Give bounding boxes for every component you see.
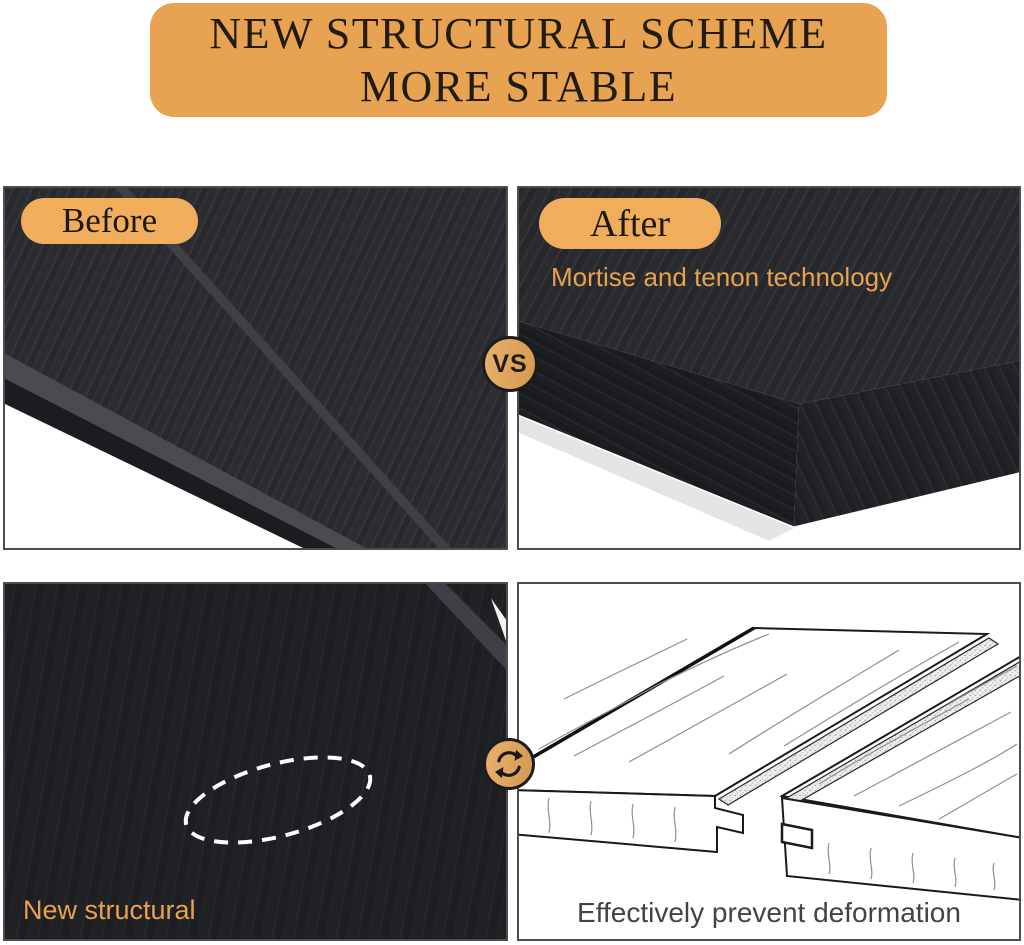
banner-line-1: NEW STRUCTURAL SCHEME	[209, 9, 828, 58]
after-caption: Mortise and tenon technology	[551, 262, 893, 292]
new-structural-caption: New structural	[23, 895, 196, 925]
cycle-arrows-icon	[494, 749, 524, 779]
title-banner: NEW STRUCTURAL SCHEME MORE STABLE	[150, 3, 887, 117]
new-structural-panel: New structural	[3, 582, 508, 941]
banner-line-2: MORE STABLE	[359, 62, 678, 111]
dashed-ellipse-icon	[183, 755, 373, 845]
after-badge: After	[539, 198, 721, 249]
before-badge: Before	[21, 198, 198, 244]
vs-label: VS	[492, 349, 528, 378]
deformation-caption: Effectively prevent deformation	[577, 897, 961, 928]
vs-badge: VS	[482, 336, 538, 392]
cycle-badge	[483, 738, 535, 790]
joint-diagram-panel: Effectively prevent deformation	[517, 582, 1021, 941]
tongue-groove-diagram	[519, 626, 1019, 901]
tray-bottom-wood-texture	[5, 584, 506, 939]
before-photo-panel: Before	[3, 186, 508, 550]
after-photo-panel: After Mortise and tenon technology	[517, 186, 1021, 550]
